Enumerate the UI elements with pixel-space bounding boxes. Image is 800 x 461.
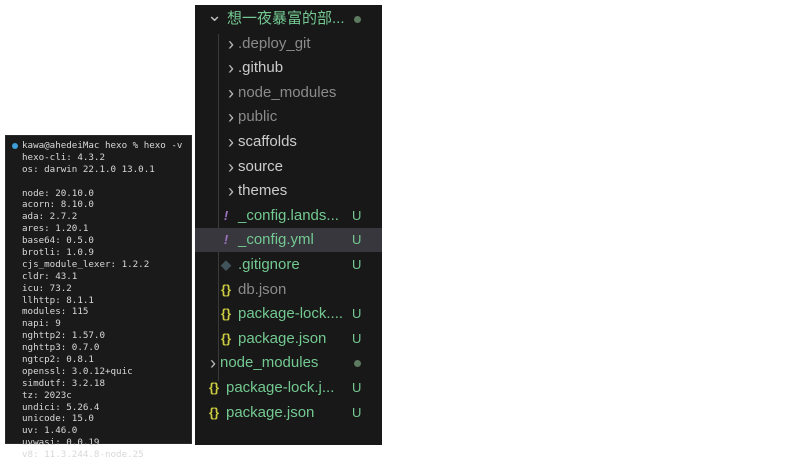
terminal-output-line: ares: 1.20.1 bbox=[22, 223, 89, 235]
terminal-output-line: uvwasi: 0.0.19 bbox=[22, 437, 100, 449]
tree-item-label: .gitignore bbox=[238, 256, 300, 273]
tree-item-folder[interactable]: ›source bbox=[195, 155, 382, 179]
json-file-icon: {} bbox=[220, 306, 232, 322]
chevron-right-icon[interactable]: › bbox=[228, 82, 234, 103]
tree-item-label: package-lock.j... bbox=[226, 379, 335, 396]
tree-item-json[interactable]: {} package.json U bbox=[195, 401, 382, 425]
git-status-badge: U bbox=[352, 257, 362, 272]
terminal-output-line: node: 20.10.0 bbox=[22, 187, 94, 199]
tree-item-label: node_modules bbox=[220, 354, 319, 372]
tree-item-folder[interactable]: ›.deploy_git bbox=[195, 32, 382, 56]
terminal-output-line: v8: 11.3.244.8-node.25 bbox=[22, 449, 144, 461]
chevron-right-icon[interactable]: › bbox=[228, 58, 234, 79]
terminal-output-line: openssl: 3.0.12+quic bbox=[22, 365, 133, 377]
git-status-badge: U bbox=[352, 330, 362, 346]
chevron-down-icon[interactable]: ⌄ bbox=[207, 5, 223, 25]
git-file-icon: ◆ bbox=[221, 257, 231, 272]
tree-item-json[interactable]: {} package-lock.... U bbox=[195, 302, 382, 326]
terminal-output-line: simdutf: 3.2.18 bbox=[22, 377, 105, 389]
tree-item-folder-open[interactable]: ⌄想一夜暴富的部... bbox=[195, 5, 382, 31]
git-status-badge: U bbox=[352, 306, 362, 322]
tree-item-label: _config.lands... bbox=[238, 206, 339, 224]
tree-item-yaml[interactable]: ! _config.yml U bbox=[195, 228, 382, 253]
tree-item-folder[interactable]: ›node_modules bbox=[195, 81, 382, 105]
tree-item-label: package.json bbox=[226, 403, 315, 421]
tree-item-label: node_modules bbox=[238, 83, 337, 101]
terminal-output-line: os: darwin 22.1.0 13.0.1 bbox=[22, 163, 155, 175]
git-status-badge: U bbox=[352, 207, 362, 223]
tree-item-label: .github bbox=[238, 59, 284, 77]
tree-item-label: themes bbox=[238, 182, 288, 200]
tree-item-label: _config.yml bbox=[238, 231, 314, 249]
terminal-prompt-line: kawa@ahedeiMac hexo % hexo -v bbox=[12, 140, 191, 152]
git-status-badge: U bbox=[352, 380, 362, 395]
terminal-output-line: brotli: 1.0.9 bbox=[22, 247, 94, 259]
tree-item-label: 想一夜暴富的部... bbox=[227, 10, 345, 27]
chevron-right-icon[interactable]: › bbox=[228, 107, 234, 128]
tree-item-label: package.json bbox=[238, 329, 327, 347]
tree-item-label: scaffolds bbox=[238, 133, 297, 150]
terminal-output-line: hexo-cli: 4.3.2 bbox=[22, 151, 105, 163]
terminal-output-line: ada: 2.7.2 bbox=[22, 211, 78, 223]
tree-item-json[interactable]: {} db.json bbox=[195, 278, 382, 302]
chevron-right-icon[interactable]: › bbox=[228, 181, 234, 202]
tree-item-folder[interactable]: ›node_modules bbox=[195, 351, 382, 375]
terminal-output-line: acorn: 8.10.0 bbox=[22, 199, 94, 211]
terminal-output-line: tz: 2023c bbox=[22, 389, 72, 401]
terminal-output-line: nghttp3: 0.7.0 bbox=[22, 342, 100, 354]
tree-item-label: package-lock.... bbox=[238, 305, 344, 323]
terminal-output-line: napi: 9 bbox=[22, 318, 61, 330]
file-explorer: ⌄想一夜暴富的部...›.deploy_git›.github›node_mod… bbox=[195, 5, 382, 445]
chevron-right-icon[interactable]: › bbox=[228, 156, 234, 177]
modified-dot-icon bbox=[354, 16, 361, 23]
tree-item-git[interactable]: ◆ .gitignore U bbox=[195, 253, 382, 277]
terminal-output-line: uv: 1.46.0 bbox=[22, 425, 78, 437]
git-status-badge: U bbox=[352, 232, 362, 248]
terminal-output-line: base64: 0.5.0 bbox=[22, 235, 94, 247]
yaml-file-icon: ! bbox=[223, 232, 229, 248]
terminal-output-line: icu: 73.2 bbox=[22, 282, 72, 294]
terminal-output-line: cjs_module_lexer: 1.2.2 bbox=[22, 258, 150, 270]
terminal-output-line: llhttp: 8.1.1 bbox=[22, 294, 94, 306]
modified-dot-icon bbox=[354, 360, 361, 368]
yaml-file-icon: ! bbox=[223, 207, 229, 223]
json-file-icon: {} bbox=[220, 330, 232, 346]
tree-item-yaml[interactable]: ! _config.lands... U bbox=[195, 204, 382, 228]
terminal-output-line: ngtcp2: 0.8.1 bbox=[22, 354, 94, 366]
tree-item-folder[interactable]: ›themes bbox=[195, 179, 382, 203]
chevron-right-icon[interactable]: › bbox=[210, 353, 216, 374]
terminal-output-line: unicode: 15.0 bbox=[22, 413, 94, 425]
tree-item-folder[interactable]: ›public bbox=[195, 105, 382, 129]
tree-item-label: public bbox=[238, 108, 278, 126]
tree-item-json[interactable]: {} package-lock.j... U bbox=[195, 376, 382, 400]
terminal-command: kawa@ahedeiMac hexo % hexo -v bbox=[22, 140, 183, 151]
terminal-output-line: modules: 115 bbox=[22, 306, 89, 318]
json-file-icon: {} bbox=[208, 380, 220, 395]
chevron-right-icon[interactable]: › bbox=[228, 132, 234, 152]
chevron-right-icon[interactable]: › bbox=[228, 33, 234, 54]
tree-item-json[interactable]: {} package.json U bbox=[195, 327, 382, 351]
tree-item-label: db.json bbox=[238, 280, 287, 298]
terminal-panel[interactable]: kawa@ahedeiMac hexo % hexo -v hexo-cli: … bbox=[5, 135, 192, 460]
terminal-output-line: cldr: 43.1 bbox=[22, 270, 78, 282]
indent-guide bbox=[218, 34, 219, 381]
tree-item-label: .deploy_git bbox=[238, 34, 311, 52]
terminal-output-line: nghttp2: 1.57.0 bbox=[22, 330, 105, 342]
prompt-status-dot-icon bbox=[12, 142, 18, 149]
tree-item-folder[interactable]: ›scaffolds bbox=[195, 130, 382, 154]
tree-item-label: source bbox=[238, 157, 284, 175]
terminal-output-line: undici: 5.26.4 bbox=[22, 401, 100, 413]
json-file-icon: {} bbox=[208, 404, 220, 420]
tree-item-folder[interactable]: ›.github bbox=[195, 56, 382, 80]
terminal-output-line bbox=[12, 176, 191, 188]
git-status-badge: U bbox=[352, 404, 362, 420]
json-file-icon: {} bbox=[220, 281, 232, 297]
